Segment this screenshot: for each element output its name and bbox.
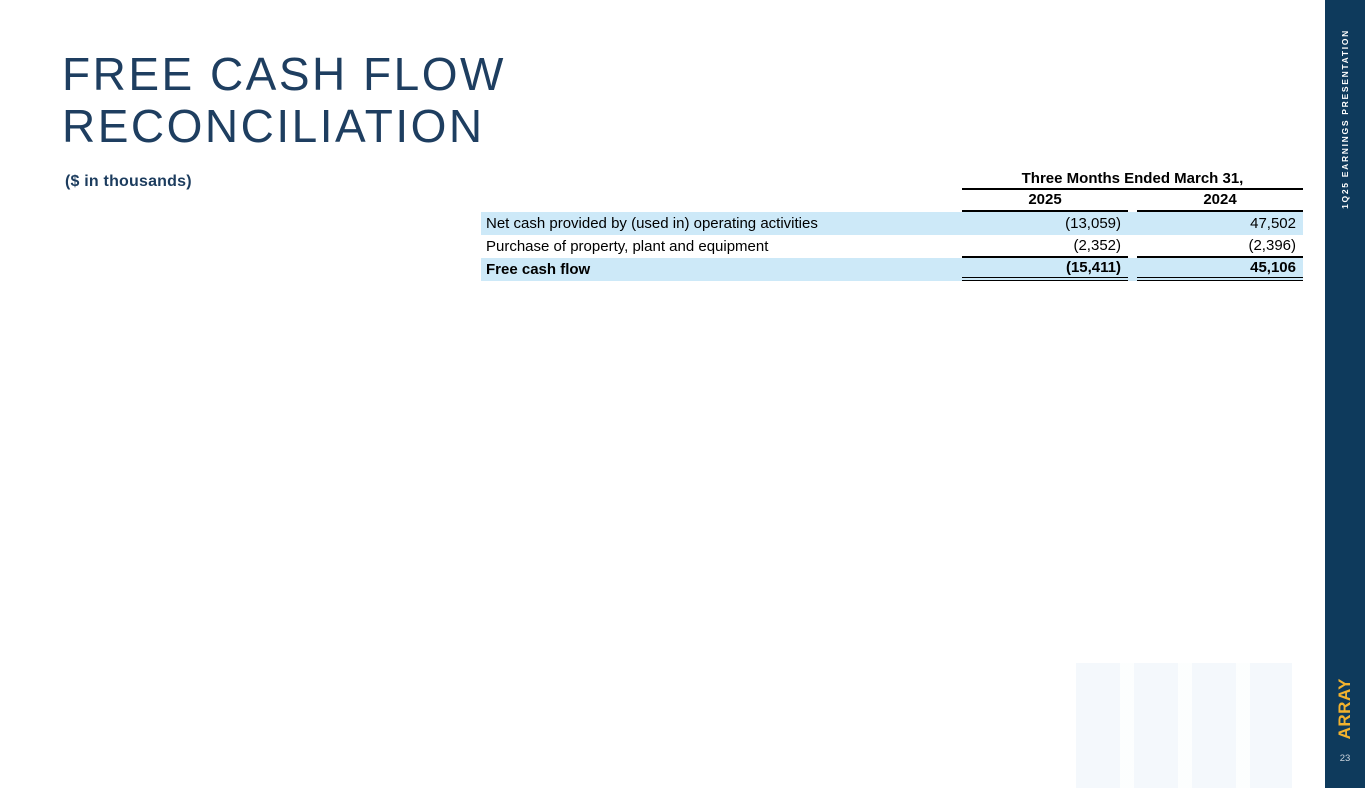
row-label: Net cash provided by (used in) operating… bbox=[486, 215, 818, 232]
row-label: Free cash flow bbox=[486, 261, 591, 278]
table-row-operating-activities: Net cash provided by (used in) operating… bbox=[481, 212, 1303, 235]
page-title-line-2: RECONCILIATION bbox=[62, 100, 485, 152]
column-gap bbox=[1128, 212, 1137, 235]
column-gap bbox=[1128, 190, 1137, 212]
row-value-2024: 47,502 bbox=[1250, 215, 1296, 232]
page-title: FREE CASH FLOW RECONCILIATION bbox=[62, 48, 506, 152]
faint-logo-watermark bbox=[1076, 663, 1292, 788]
row-value-2025: (13,059) bbox=[1065, 215, 1121, 232]
row-value-2024: (2,396) bbox=[1137, 235, 1303, 258]
column-gap bbox=[1128, 258, 1137, 281]
span-header-spacer bbox=[481, 170, 962, 190]
column-header-2024: 2024 bbox=[1137, 190, 1303, 212]
table-row-purchase-ppe: Purchase of property, plant and equipmen… bbox=[481, 235, 1303, 258]
column-header-2025: 2025 bbox=[962, 190, 1128, 212]
brand-logo-wrap: ARRAY bbox=[1325, 678, 1365, 740]
units-label: ($ in thousands) bbox=[65, 173, 192, 190]
table-year-header-row: 2025 2024 bbox=[481, 190, 1303, 212]
presentation-title-vertical: 1Q25 EARNINGS PRESENTATION bbox=[1340, 29, 1350, 209]
array-logo: ARRAY bbox=[1335, 678, 1354, 740]
year-header-spacer bbox=[481, 190, 962, 212]
table-span-header-row: Three Months Ended March 31, bbox=[481, 170, 1303, 190]
row-label: Purchase of property, plant and equipmen… bbox=[486, 238, 769, 255]
column-gap bbox=[1128, 235, 1137, 258]
sidebar: 1Q25 EARNINGS PRESENTATION ARRAY 23 bbox=[1325, 0, 1365, 788]
row-value-2024: 45,106 bbox=[1137, 258, 1303, 281]
table-row-free-cash-flow: Free cash flow (15,411) 45,106 bbox=[481, 258, 1303, 281]
free-cash-flow-table: Three Months Ended March 31, 2025 2024 N… bbox=[481, 170, 1303, 281]
page-number: 23 bbox=[1339, 753, 1351, 764]
sidebar-vertical-label-wrap: 1Q25 EARNINGS PRESENTATION bbox=[1325, 22, 1365, 216]
row-value-2025: (2,352) bbox=[962, 235, 1128, 258]
page-title-line-1: FREE CASH FLOW bbox=[62, 48, 506, 100]
span-header-label: Three Months Ended March 31, bbox=[962, 170, 1303, 190]
row-value-2025: (15,411) bbox=[962, 258, 1128, 281]
